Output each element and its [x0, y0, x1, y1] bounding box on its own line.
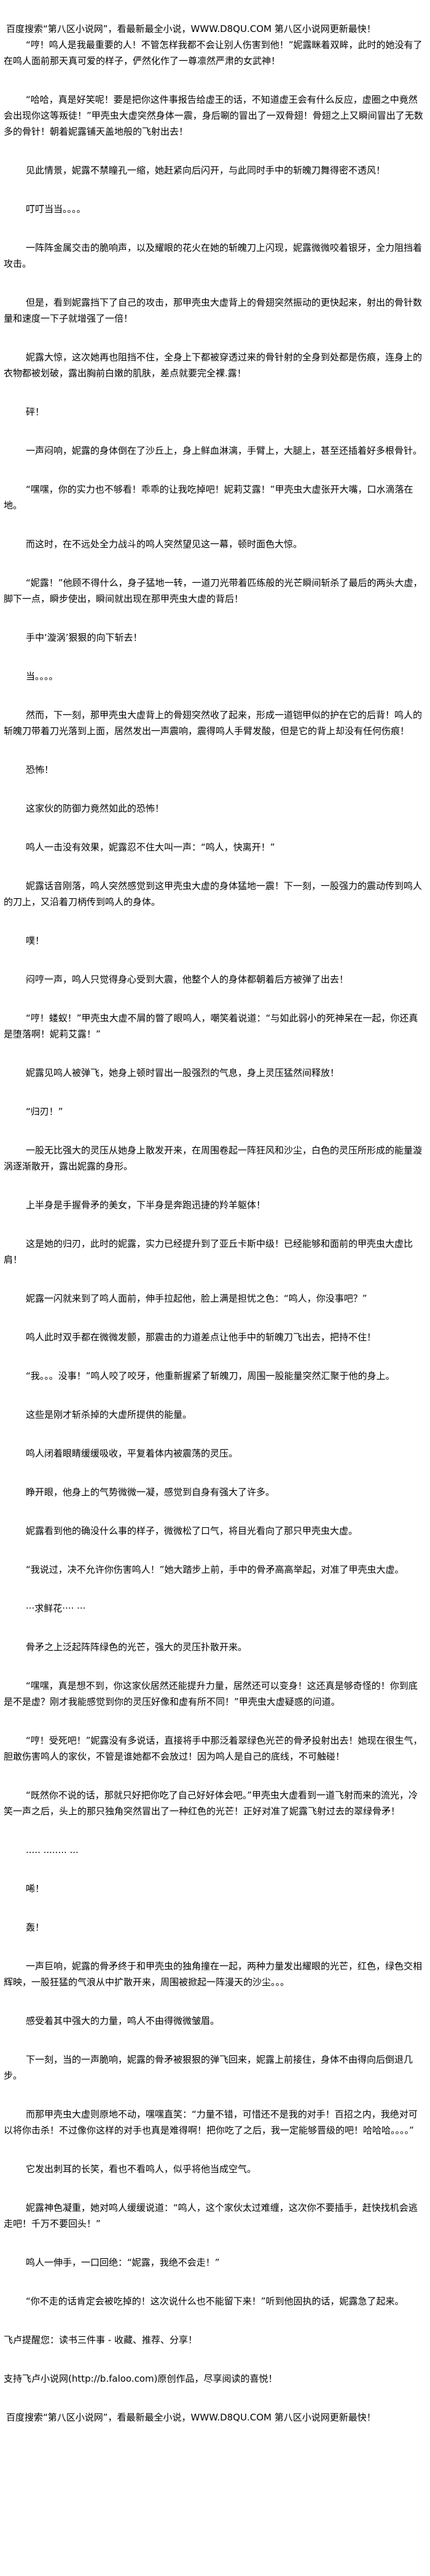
paragraph: 鸣人此时双手都在微微发颤，那震击的力道差点让他手中的斩魄刀飞出去，把持不住！	[26, 1332, 377, 1343]
paragraph: 噗！	[26, 935, 45, 946]
paragraph: 妮露大惊，这次她再也阻挡不住，全身上下都被穿透过来的骨针射的全身到处都是伤痕，连…	[4, 352, 423, 379]
paragraph: 下一刻，当的一声脆响，妮露的骨矛被狠狠的弹飞回来，妮露上前接住，身体不由得向后倒…	[4, 2054, 413, 2081]
paragraph: 恐怖！	[26, 764, 54, 775]
paragraph: 一声闷响，妮露的身体倒在了沙丘上，身上鲜血淋漓，手臂上，大腿上，甚至还插着好多根…	[26, 445, 423, 456]
paragraph: “我说过，决不允许你伤害鸣人！”她大踏步上前，手中的骨矛高高举起，对准了甲壳虫大…	[26, 1564, 404, 1575]
paragraph: “哼！受死吧！”妮露没有多说话，直接将手中那泛着翠绿色光芒的骨矛投射出去！她现在…	[4, 1735, 423, 1762]
paragraph: 当。。。。	[26, 671, 58, 682]
paragraph: 鸣人一伸手，一口回绝：“妮露，我绝不会走！”	[26, 2257, 220, 2268]
paragraph: “嘿嘿，真是想不到，你这家伙居然还能提升力量，居然还可以变身！这还真是够奇怪的！…	[4, 1680, 418, 1707]
paragraph: 感受着其中强大的力量，鸣人不由得微微皱眉。	[26, 2015, 220, 2026]
chapter-body: “哼！鸣人是我最重要的人！不管怎样我都不会让别人伤害到他！”妮露眯着双眸，此时的…	[4, 37, 426, 2309]
paragraph: 妮露一闪就来到了鸣人面前，伸手拉起他，脸上满是担忧之色：“鸣人，你没事吧？”	[26, 1293, 367, 1304]
support-notice: 支持飞卢小说网(http://b.faloo.com)原创作品，尽享阅读的喜悦！	[4, 2373, 278, 2384]
paragraph: “既然你不说的话，那就只好把你吃了自己好好体会吧。”甲壳虫大虚看到一道飞射而来的…	[4, 1790, 418, 1817]
paragraph: 这家伙的防御力竟然如此的恐怖！	[26, 803, 165, 814]
paragraph: “你不走的话肯定会被吃掉的！这次说什么也不能留下来！”听到他固执的话，妮露急了起…	[26, 2296, 404, 2307]
paragraph: ···求鲜花···· ···	[26, 1603, 86, 1614]
paragraph: 上半身是手握骨矛的美女，下半身是奔跑迅捷的羚羊躯体！	[26, 1199, 266, 1211]
paragraph: 叮叮当当。。。。	[26, 203, 86, 215]
paragraph: 轰！	[26, 1922, 45, 1933]
paragraph: 它发出刺耳的长笑，看也不看鸣人，似乎将他当成空气。	[26, 2163, 257, 2175]
paragraph: 这是她的归刃，此时的妮露，实力已经提升到了亚丘卡斯中级！已经能够和面前的甲壳虫大…	[4, 1238, 413, 1265]
page-footer: 飞卢提醒您：读书三件事 - 收藏、推荐、分享！ 支持飞卢小说网(http://b…	[4, 2332, 426, 2425]
paragraph: “哼！鸣人是我最重要的人！不管怎样我都不会让别人伤害到他！”妮露眯着双眸，此时的…	[4, 39, 423, 66]
paragraph: 鸣人闭着眼睛缓缓吸收，平复着体内被震荡的灵压。	[26, 1448, 238, 1459]
paragraph: “哈哈，真是好笑呢！要是把你这件事报告给虚王的话，不知道虚王会有什么反应，虚圈之…	[4, 94, 423, 137]
paragraph: 而这时，在不远处全力战斗的鸣人突然望见这一幕，顿时面色大惊。	[26, 539, 303, 550]
paragraph: ..... ........ ...	[26, 1844, 79, 1855]
paragraph: 但是，看到妮露挡下了自己的攻击，那甲壳虫大虚背上的骨翅突然振动的更快起来，射出的…	[4, 297, 423, 324]
reading-reminder: 飞卢提醒您：读书三件事 - 收藏、推荐、分享！	[4, 2334, 197, 2345]
paragraph: 鸣人一击没有效果，妮露忍不住大叫一声：“鸣人，快离开！”	[26, 842, 275, 853]
paragraph: 手中‘漩涡’狠狠的向下斩去！	[26, 632, 143, 643]
paragraph: 妮露神色凝重，她对鸣人缓缓说道：“鸣人，这个家伙太过难缠，这次你不要插手，赶快找…	[4, 2202, 418, 2229]
paragraph: 妮露话音刚落，鸣人突然感觉到这甲壳虫大虚的身体猛地一震！下一刻，一股强力的震动传…	[4, 880, 423, 907]
site-banner-top: 百度搜索“第八区小说网”，看最新最全小说，WWW.D8QU.COM 第八区小说网…	[6, 23, 376, 34]
paragraph: 然而，下一刻，那甲壳虫大虚背上的骨翅突然收了起来，形成一道铠甲似的护在它的后背！…	[4, 709, 423, 737]
paragraph: “归刃！”	[26, 1106, 63, 1117]
paragraph: “我。。。没事！”鸣人咬了咬牙，他重新握紧了斩魄刀，周围一股能量突然汇聚于他的身…	[26, 1370, 395, 1381]
paragraph: “妮露！”他顾不得什么，身子猛地一转，一道刀光带着匹练般的光芒瞬间斩杀了最后的两…	[4, 577, 423, 604]
paragraph: 一阵阵金属交击的脆响声，以及耀眼的花火在她的斩魄刀上闪现，妮露微微咬着银牙，全力…	[4, 242, 423, 269]
paragraph: 闷哼一声，鸣人只觉得身心受到大震，他整个人的身体都朝着后方被弹了出去！	[26, 974, 349, 985]
paragraph: 一声巨响，妮露的骨矛终于和甲壳虫的独角撞在一起，两种力量发出耀眼的光芒，红色，绿…	[4, 1961, 423, 1988]
paragraph: 妮露见鸣人被弹飞，她身上顿时冒出一股强烈的气息，身上灵压猛然间释放！	[26, 1067, 340, 1078]
paragraph: 一股无比强大的灵压从她身上散发开来，在周围卷起一阵狂风和沙尘，白色的灵压所形成的…	[4, 1145, 423, 1172]
paragraph: 妮露看到他的确没什么事的样子，微微松了口气，将目光看向了那只甲壳虫大虚。	[26, 1525, 358, 1536]
paragraph: 而那甲壳虫大虚则原地不动，嘿嘿直笑：“力量不错，可惜还不是我的对手！百招之内，我…	[4, 2109, 418, 2136]
site-banner-bottom: 百度搜索“第八区小说网”，看最新最全小说，WWW.D8QU.COM 第八区小说网…	[6, 2412, 376, 2423]
paragraph: 见此情景，妮露不禁瞳孔一缩，她赶紧向后闪开，与此同时手中的斩魄刀舞得密不透风！	[26, 165, 386, 176]
paragraph: “嘿嘿，你的实力也不够看！乖乖的让我吃掉吧！妮莉艾露！”甲壳虫大虚张开大嘴，口水…	[4, 484, 413, 511]
paragraph: “哼！蝼蚁！”甲壳虫大虚不屑的瞥了眼鸣人，嘲笑着说道：“与如此弱小的死神呆在一起…	[4, 1013, 418, 1040]
paragraph: 唏！	[26, 1883, 45, 1894]
paragraph: 睁开眼，他身上的气势微微一凝，感觉到自身有强大了许多。	[26, 1487, 275, 1498]
paragraph: 这些是刚才斩杀掉的大虚所提供的能量。	[26, 1409, 192, 1420]
paragraph: 砰！	[26, 406, 45, 417]
paragraph: 骨矛之上泛起阵阵绿色的光芒，强大的灵压扑散开来。	[26, 1642, 248, 1653]
